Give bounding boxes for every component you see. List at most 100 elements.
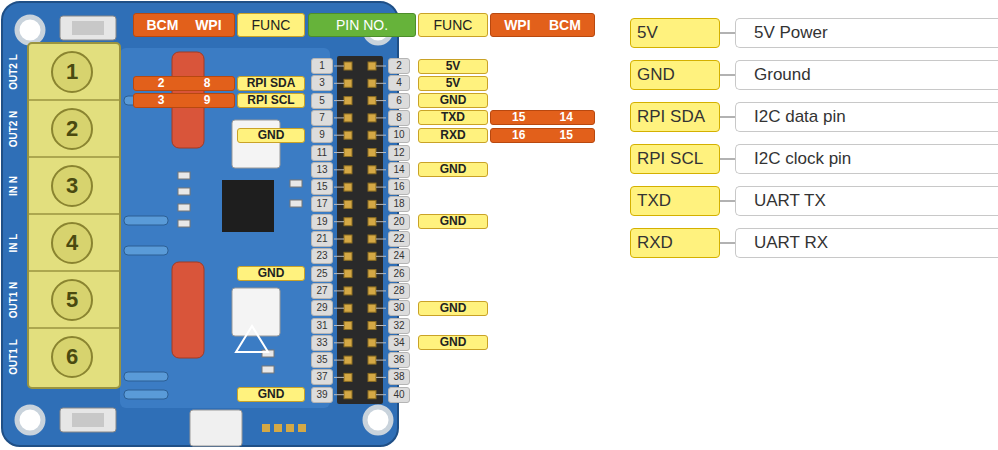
node-text: PIN NO. [336, 17, 388, 33]
pin-function-tag: TXD [418, 110, 488, 125]
header-pins [334, 62, 386, 399]
pin-leader [334, 117, 344, 118]
header-pin [368, 166, 376, 174]
node-text: BCM [146, 17, 178, 33]
pin-leader [376, 308, 386, 309]
header-cell: WPIBCM [490, 13, 595, 37]
pin-leader [334, 290, 344, 291]
node-text: 8 [204, 77, 211, 90]
header-pin [368, 322, 376, 330]
pin-leader [334, 308, 344, 309]
pin-number: 22 [388, 231, 410, 247]
header-pin [344, 97, 352, 105]
header-pin [368, 373, 376, 381]
node-text: 5V [446, 77, 461, 90]
node-text: 15 [512, 111, 525, 124]
node-text: GND [440, 215, 467, 228]
header-pin [368, 218, 376, 226]
pin-leader [334, 66, 344, 67]
pin-number: 24 [388, 248, 410, 264]
node-text: GND [258, 388, 285, 401]
terminal-number: 6 [66, 345, 78, 369]
header-pin [344, 218, 352, 226]
node-text: 16 [512, 129, 525, 142]
pin-number: 28 [388, 283, 410, 299]
legend-description: UART TX [735, 186, 998, 216]
header-pin [344, 114, 352, 122]
legend-connector [720, 200, 735, 202]
node-text: GND [440, 94, 467, 107]
pin-number: 32 [388, 318, 410, 334]
pin-leader [376, 100, 386, 101]
pin-number: 9 [311, 127, 333, 143]
pin-leader [334, 187, 344, 188]
pin-number: 6 [388, 93, 410, 109]
connector [190, 410, 242, 446]
legend-connector [720, 74, 735, 76]
pin-leader [334, 342, 344, 343]
header-pin [344, 62, 352, 70]
pin-function-tag: 5V [418, 76, 488, 91]
pin-leader [376, 135, 386, 136]
node-text: RPI SDA [247, 77, 296, 90]
pin-function-tag: GND [418, 162, 488, 177]
pin-leader [334, 256, 344, 257]
header-cell: FUNC [237, 13, 305, 37]
header-pin [368, 252, 376, 260]
node-text: GND [637, 65, 675, 85]
node-text: 9 [204, 94, 211, 107]
pin-number: 31 [311, 318, 333, 334]
pin-leader [334, 221, 344, 222]
legend-key: GND [630, 60, 720, 90]
pin-function-tag: RPI SDA [237, 76, 305, 91]
node-text: GND [440, 163, 467, 176]
terminal-name: OUT1 L [8, 339, 20, 375]
node-text: UART TX [754, 191, 826, 211]
pin-number: 15 [311, 179, 333, 195]
mounting-hole [17, 17, 391, 433]
node-text: 3 [158, 94, 165, 107]
header-pin [344, 356, 352, 364]
pin-number: 34 [388, 335, 410, 351]
header-pin [368, 304, 376, 312]
pin-leader [334, 152, 344, 153]
pin-number: 21 [311, 231, 333, 247]
header-pin [344, 149, 352, 157]
node-text: 2 [158, 77, 165, 90]
terminal-name: OUT1 N [8, 282, 20, 319]
pin-leader [376, 221, 386, 222]
legend-connector [720, 158, 735, 160]
pin-leader [334, 239, 344, 240]
pin-number: 13 [311, 162, 333, 178]
terminal-number: 2 [66, 117, 78, 141]
header-pin [344, 287, 352, 295]
pin-leader [334, 169, 344, 170]
header-pin [368, 270, 376, 278]
node-text: GND [258, 267, 285, 280]
pin-leader [376, 239, 386, 240]
header-cell: BCM WPI [133, 13, 235, 37]
pcb [2, 2, 398, 446]
pcb-area [120, 48, 330, 408]
pin-number: 11 [311, 145, 333, 161]
legend-description: UART RX [735, 228, 998, 258]
pin-function-tag: GND [237, 387, 305, 402]
terminal-number: 4 [66, 231, 78, 255]
pin-number: 5 [311, 93, 333, 109]
pin-leader [334, 325, 344, 326]
header-pin [368, 62, 376, 70]
pin-number: 1 [311, 58, 333, 74]
legend-key: RPI SCL [630, 144, 720, 174]
pin-function-tag: RXD [418, 128, 488, 143]
node-text: WPI [195, 17, 221, 33]
header-pin [344, 270, 352, 278]
pin-number: 37 [311, 369, 333, 385]
pin-function-tag: GND [418, 93, 488, 108]
pin-number: 30 [388, 300, 410, 316]
gpio-number-tag: 1615 [490, 128, 595, 143]
pin-function-tag: GND [418, 335, 488, 350]
pin-number: 40 [388, 387, 410, 403]
pin-leader [376, 152, 386, 153]
header-pin [344, 339, 352, 347]
header-cell: FUNC [418, 13, 488, 37]
